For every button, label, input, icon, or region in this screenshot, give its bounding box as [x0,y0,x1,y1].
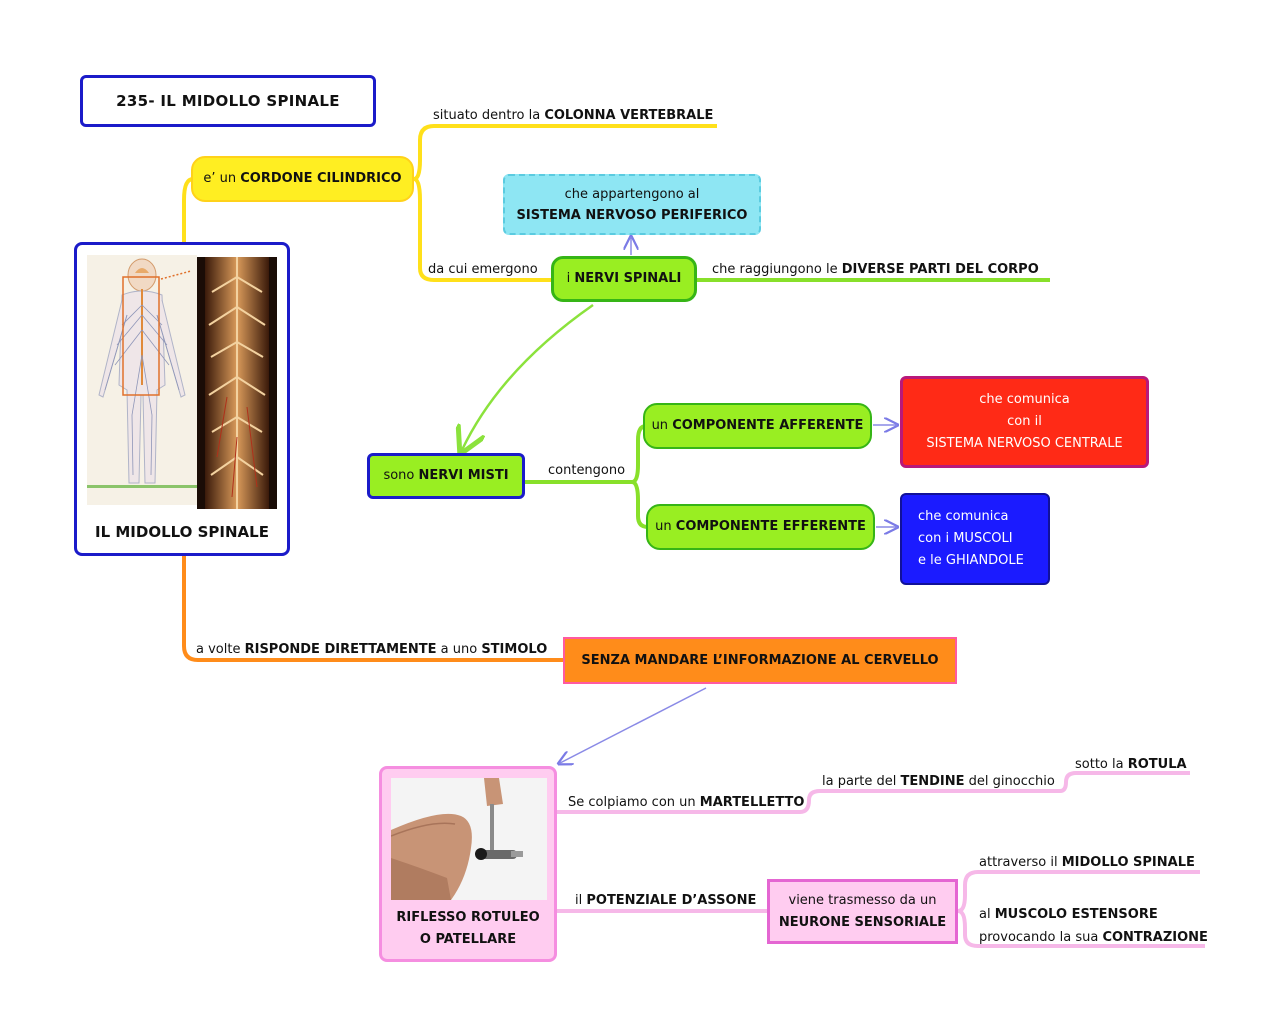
label-contengono: contengono [548,463,626,478]
label-attraverso-midollo: attraverso il MIDOLLO SPINALE [979,855,1195,870]
periferico-line2: SISTEMA NERVOSO PERIFERICO [516,207,748,223]
muscoli-line1: che comunica [918,509,1009,524]
centrale-line1: che comunica [979,392,1070,407]
node-nervi-misti[interactable]: sono NERVI MISTI [367,453,525,499]
muscoli-line2: con i MUSCOLI [918,531,1013,546]
link-nervi-misti [462,303,594,450]
muscoli-line3: e le GHIANDOLE [918,553,1024,568]
node-midollo-spinale-label: IL MIDOLLO SPINALE [95,523,269,541]
riflesso-line2: O PATELLARE [419,932,517,947]
node-midollo-spinale[interactable]: IL MIDOLLO SPINALE [74,242,290,556]
riflesso-line1: RIFLESSO ROTULEO [396,910,540,925]
node-senza-text: SENZA MANDARE L’INFORMAZIONE AL CERVELLO [581,652,939,668]
body-figure-icon [87,258,197,488]
label-colonna-vertebrale: situato dentro la COLONNA VERTEBRALE [433,108,714,123]
node-nervi-spinali[interactable]: i NERVI SPINALI [551,256,697,302]
node-cordone-text: e’ un CORDONE CILINDRICO [203,171,402,186]
label-muscolo-estensore: al MUSCOLO ESTENSORE [979,907,1158,922]
spinal-cord-image-icon [205,257,269,509]
spinal-cord-photo [197,257,277,509]
map-title-text: 235- IL MIDOLLO SPINALE [116,92,340,110]
node-senza-cervello[interactable]: SENZA MANDARE L’INFORMAZIONE AL CERVELLO [563,637,957,684]
node-afferente-text: un COMPONENTE AFFERENTE [651,418,864,433]
node-sistema-centrale[interactable]: che comunica con il SISTEMA NERVOSO CENT… [900,376,1149,468]
node-cordone-cilindrico[interactable]: e’ un CORDONE CILINDRICO [191,156,414,202]
label-potenziale: il POTENZIALE D’ASSONE [575,893,757,908]
link-main-stimolo [182,556,565,662]
label-martelletto: Se colpiamo con un MARTELLETTO [568,795,805,810]
reflex-hammer-icon [391,778,523,900]
node-componente-afferente[interactable]: un COMPONENTE AFFERENTE [643,403,872,449]
node-neurone-sensoriale[interactable]: viene trasmesso da un NEURONE SENSORIALE [767,879,958,944]
node-componente-efferente[interactable]: un COMPONENTE EFFERENTE [646,504,875,550]
node-riflesso-rotuleo[interactable]: RIFLESSO ROTULEO O PATELLARE [379,766,557,962]
label-tendine: la parte del TENDINE del ginocchio [822,774,1055,789]
centrale-line2: con il [1007,414,1042,429]
link-to-afferente [631,424,647,484]
link-cordone-colonna [413,124,717,181]
neurone-line2: NEURONE SENSORIALE [778,914,947,930]
link-riflesso-martelletto [557,771,1190,814]
periferico-line1: che appartengono al [564,186,700,202]
link-cordone-emergono [413,177,551,282]
neurone-line1: viene trasmesso da un [788,892,937,908]
link-neurone-branches [957,870,1200,913]
knee-reflex-photo [391,778,547,900]
nervous-system-illustration [87,255,197,505]
node-muscoli-ghiandole[interactable]: che comunica con i MUSCOLI e le GHIANDOL… [900,493,1050,585]
node-sistema-periferico[interactable]: che appartengono al SISTEMA NERVOSO PERI… [503,174,761,235]
node-nervi-text: i NERVI SPINALI [566,271,682,286]
label-contrazione: provocando la sua CONTRAZIONE [979,930,1208,945]
label-risponde-stimolo: a volte RISPONDE DIRETTAMENTE a uno STIM… [196,642,548,657]
link-neurone-muscolo [957,909,1205,948]
link-to-efferente [631,480,649,529]
node-efferente-text: un COMPONENTE EFFERENTE [655,519,866,534]
label-rotula: sotto la ROTULA [1075,757,1187,772]
label-diverse-parti: che raggiungono le DIVERSE PARTI DEL COR… [712,262,1039,277]
map-title: 235- IL MIDOLLO SPINALE [80,75,376,127]
centrale-line3: SISTEMA NERVOSO CENTRALE [926,436,1123,451]
link-senza-riflesso [560,687,707,763]
node-misti-text: sono NERVI MISTI [383,468,509,483]
label-da-cui-emergono: da cui emergono [428,262,538,277]
